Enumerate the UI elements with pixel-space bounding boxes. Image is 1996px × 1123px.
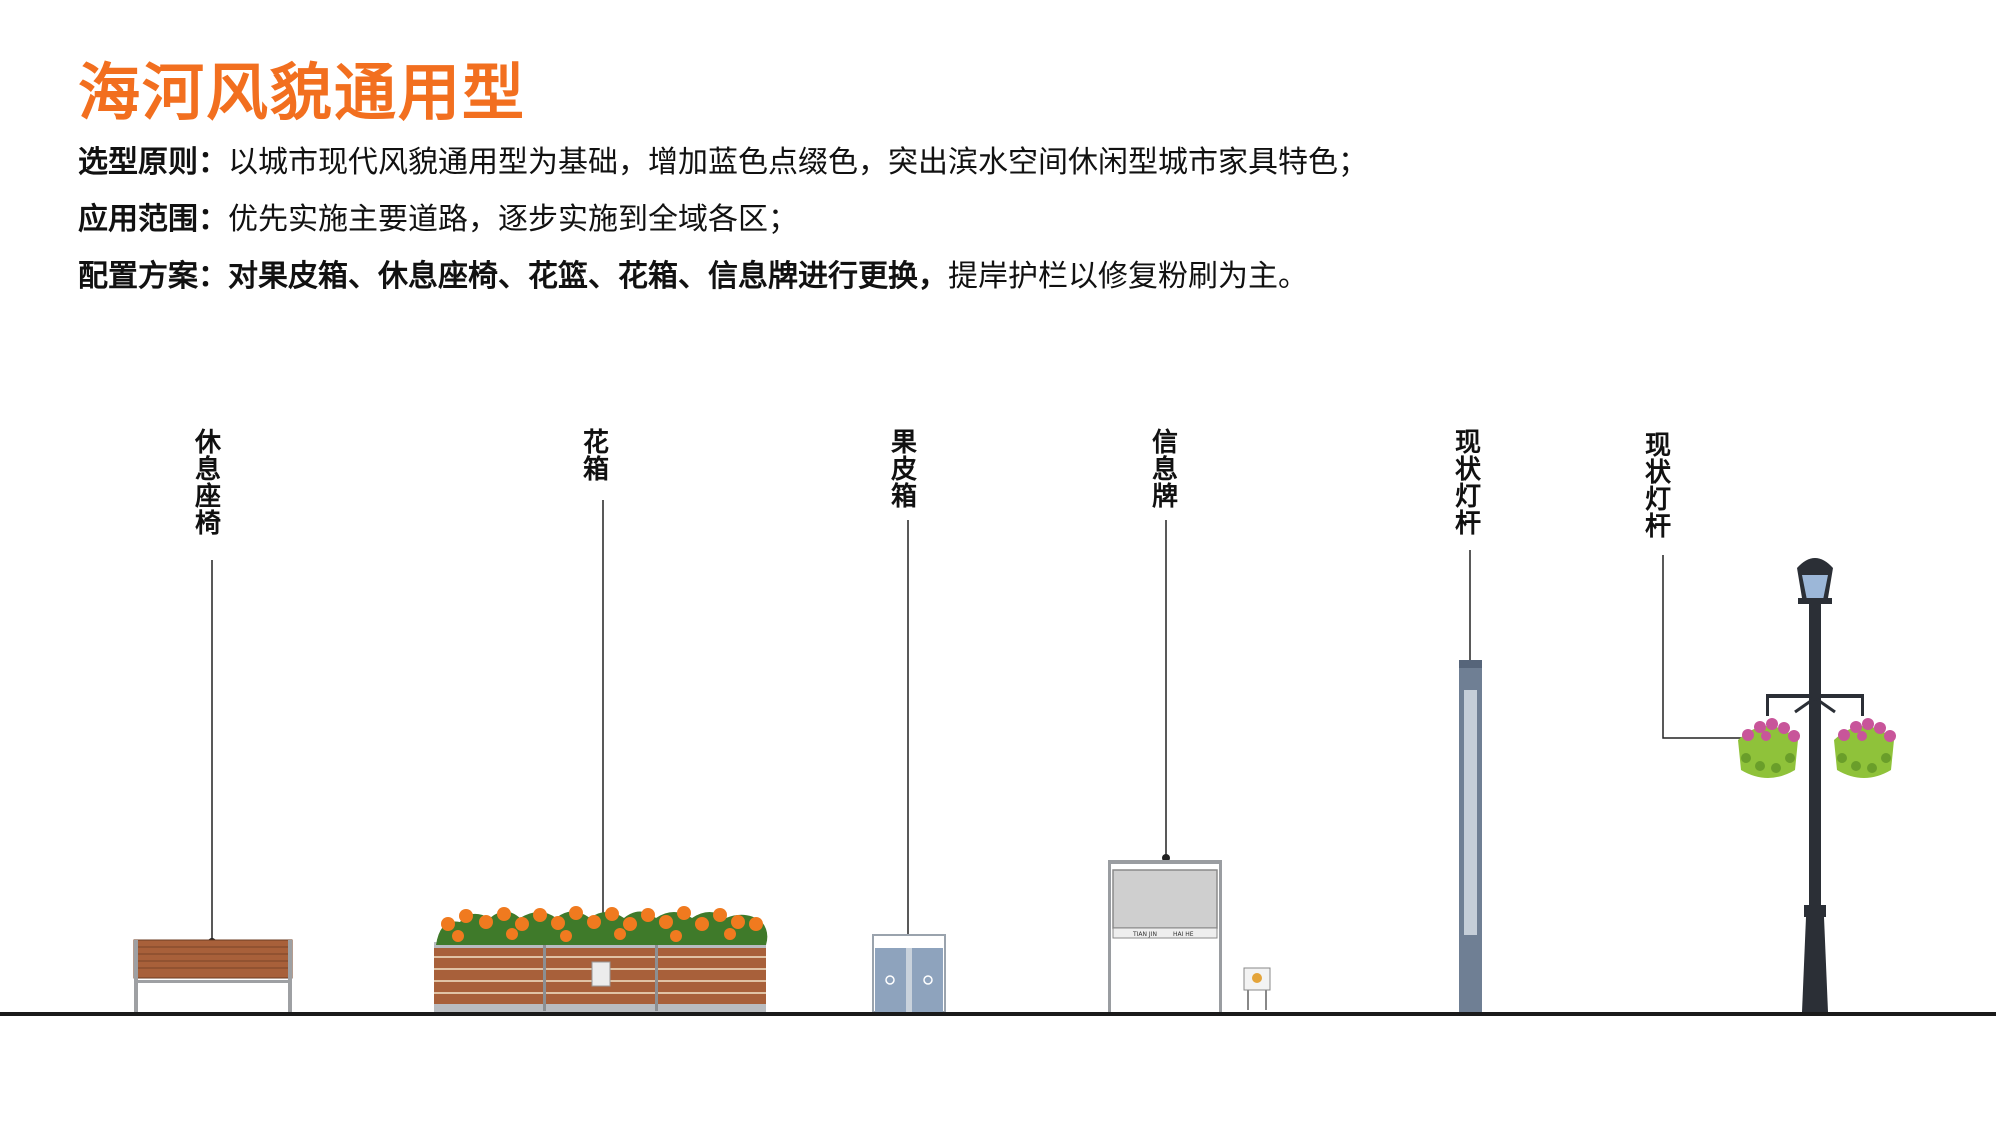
label-pole-2: 现状灯杆 <box>1644 431 1671 542</box>
label-bin: 果皮箱 <box>890 428 917 512</box>
pole-2-illustration <box>1738 558 1896 1012</box>
info-sign-illustration: TIAN JIN HAI HE <box>1108 860 1271 1012</box>
hanging-basket-left <box>1738 718 1800 778</box>
label-sign: 信息牌 <box>1151 428 1178 512</box>
label-pole-1: 现状灯杆 <box>1454 428 1481 539</box>
scope-line: 应用范围：优先实施主要道路，逐步实施到全域各区； <box>78 194 798 238</box>
config-label: 配置方案： <box>78 259 228 294</box>
leader-lines <box>211 500 1758 990</box>
principle-line: 选型原则：以城市现代风貌通用型为基础，增加蓝色点缀色，突出滨水空间休闲型城市家具… <box>78 137 1368 181</box>
config-bold-text: 对果皮箱、休息座椅、花篮、花箱、信息牌进行更换， <box>228 259 948 294</box>
pole-1-illustration <box>1459 660 1482 1012</box>
label-planter: 花箱 <box>582 428 609 485</box>
config-text: 提岸护栏以修复粉刷为主。 <box>948 259 1308 294</box>
principle-label: 选型原则： <box>78 145 228 180</box>
hanging-basket-right <box>1834 718 1896 778</box>
sign-text-left: TIAN JIN <box>1132 931 1157 938</box>
planter-flowers <box>436 906 768 945</box>
waste-bin-illustration <box>872 934 946 1013</box>
config-line: 配置方案：对果皮箱、休息座椅、花篮、花箱、信息牌进行更换，提岸护栏以修复粉刷为主… <box>78 251 1308 295</box>
label-bench: 休息座椅 <box>194 428 221 539</box>
scope-label: 应用范围： <box>78 202 228 237</box>
sign-text-right: HAI HE <box>1173 931 1194 938</box>
planter-illustration <box>434 906 768 1013</box>
page-title: 海河风貌通用型 <box>78 56 527 129</box>
principle-text: 以城市现代风貌通用型为基础，增加蓝色点缀色，突出滨水空间休闲型城市家具特色； <box>228 145 1368 180</box>
scope-text: 优先实施主要道路，逐步实施到全域各区； <box>228 202 798 237</box>
bench-illustration <box>133 939 293 1012</box>
ground-line <box>0 1012 1996 1016</box>
